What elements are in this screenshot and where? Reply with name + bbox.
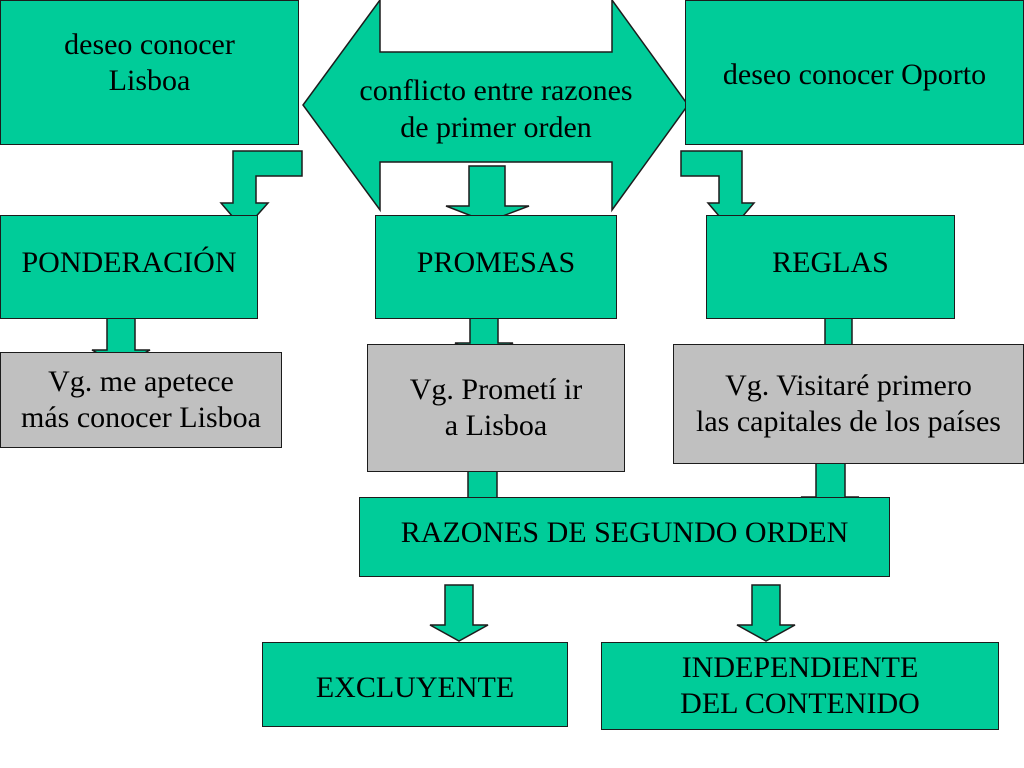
box-reglas: REGLAS xyxy=(706,215,955,319)
example-promesas-text: Vg. Prometí ir a Lisboa xyxy=(409,373,583,442)
independiente-text: INDEPENDIENTE DEL CONTENIDO xyxy=(680,651,920,720)
conflict-text: conflicto entre razones de primer orden xyxy=(359,73,633,145)
reglas-text: REGLAS xyxy=(772,246,889,279)
box-desire-oporto: deseo conocer Oporto xyxy=(685,0,1024,145)
desire-oporto-text: deseo conocer Oporto xyxy=(722,58,987,91)
box-second-order: RAZONES DE SEGUNDO ORDEN xyxy=(359,497,890,577)
example-ponderacion-text: Vg. me apetece más conocer Lisboa xyxy=(21,365,261,434)
arrow-excluyente xyxy=(429,584,489,642)
box-independiente: INDEPENDIENTE DEL CONTENIDO xyxy=(601,642,999,730)
box-example-ponderacion: Vg. me apetece más conocer Lisboa xyxy=(0,352,282,448)
ponderacion-text: PONDERACIÓN xyxy=(21,246,237,279)
box-excluyente: EXCLUYENTE xyxy=(262,642,568,727)
arrow-independiente xyxy=(736,584,796,642)
desire-lisboa-text: deseo conocer Lisboa xyxy=(64,27,235,97)
box-ponderacion: PONDERACIÓN xyxy=(0,215,258,319)
promesas-text: PROMESAS xyxy=(416,246,576,279)
second-order-text: RAZONES DE SEGUNDO ORDEN xyxy=(400,516,849,549)
arrow-center-top xyxy=(445,165,530,223)
box-desire-lisboa: deseo conocer Lisboa xyxy=(0,0,299,145)
example-reglas-text: Vg. Visitaré primero las capitales de lo… xyxy=(696,369,1001,438)
box-example-promesas: Vg. Prometí ir a Lisboa xyxy=(367,344,625,472)
excluyente-text: EXCLUYENTE xyxy=(315,670,515,704)
conflict-shape xyxy=(302,0,689,213)
box-promesas: PROMESAS xyxy=(375,215,617,319)
box-example-reglas: Vg. Visitaré primero las capitales de lo… xyxy=(673,344,1024,464)
